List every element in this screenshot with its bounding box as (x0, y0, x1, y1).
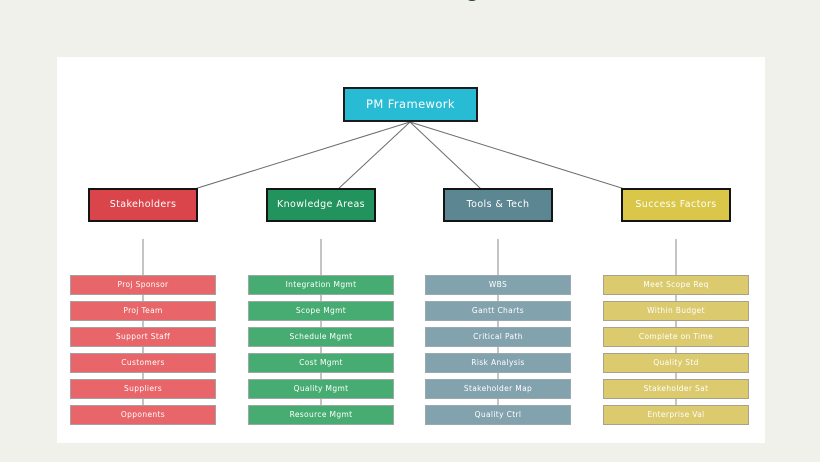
node-leaf-opponents[interactable]: Opponents (70, 405, 216, 425)
node-branch-success-factors[interactable]: Success Factors (621, 188, 731, 222)
node-leaf-stakeholder-map[interactable]: Stakeholder Map (425, 379, 571, 399)
diagram-card: PM Framework Stakeholders Proj Sponsor P… (57, 57, 765, 443)
node-leaf-scope-mgmt[interactable]: Scope Mgmt (248, 301, 394, 321)
node-leaf-suppliers[interactable]: Suppliers (70, 379, 216, 399)
node-leaf-quality-ctrl[interactable]: Quality Ctrl (425, 405, 571, 425)
node-leaf-enterprise-val[interactable]: Enterprise Val (603, 405, 749, 425)
pm-framework-tree: PM Framework Stakeholders Proj Sponsor P… (57, 57, 765, 443)
node-leaf-risk-analysis[interactable]: Risk Analysis (425, 353, 571, 373)
node-branch-knowledge-areas[interactable]: Knowledge Areas (266, 188, 376, 222)
node-leaf-stakeholder-sat[interactable]: Stakeholder Sat (603, 379, 749, 399)
node-branch-stakeholders[interactable]: Stakeholders (88, 188, 198, 222)
node-leaf-meet-scope-req[interactable]: Meet Scope Req (603, 275, 749, 295)
cropped-title-fragment (466, 0, 478, 1)
node-leaf-schedule-mgmt[interactable]: Schedule Mgmt (248, 327, 394, 347)
node-leaf-proj-team[interactable]: Proj Team (70, 301, 216, 321)
node-leaf-resource-mgmt[interactable]: Resource Mgmt (248, 405, 394, 425)
node-leaf-within-budget[interactable]: Within Budget (603, 301, 749, 321)
node-leaf-cost-mgmt[interactable]: Cost Mgmt (248, 353, 394, 373)
node-branch-tools-tech[interactable]: Tools & Tech (443, 188, 553, 222)
node-root-pm-framework[interactable]: PM Framework (343, 87, 478, 122)
node-leaf-complete-on-time[interactable]: Complete on Time (603, 327, 749, 347)
node-leaf-proj-sponsor[interactable]: Proj Sponsor (70, 275, 216, 295)
node-leaf-quality-std[interactable]: Quality Std (603, 353, 749, 373)
node-leaf-quality-mgmt[interactable]: Quality Mgmt (248, 379, 394, 399)
node-leaf-wbs[interactable]: WBS (425, 275, 571, 295)
node-leaf-critical-path[interactable]: Critical Path (425, 327, 571, 347)
node-leaf-support-staff[interactable]: Support Staff (70, 327, 216, 347)
node-leaf-customers[interactable]: Customers (70, 353, 216, 373)
node-leaf-gantt-charts[interactable]: Gantt Charts (425, 301, 571, 321)
node-leaf-integration-mgmt[interactable]: Integration Mgmt (248, 275, 394, 295)
